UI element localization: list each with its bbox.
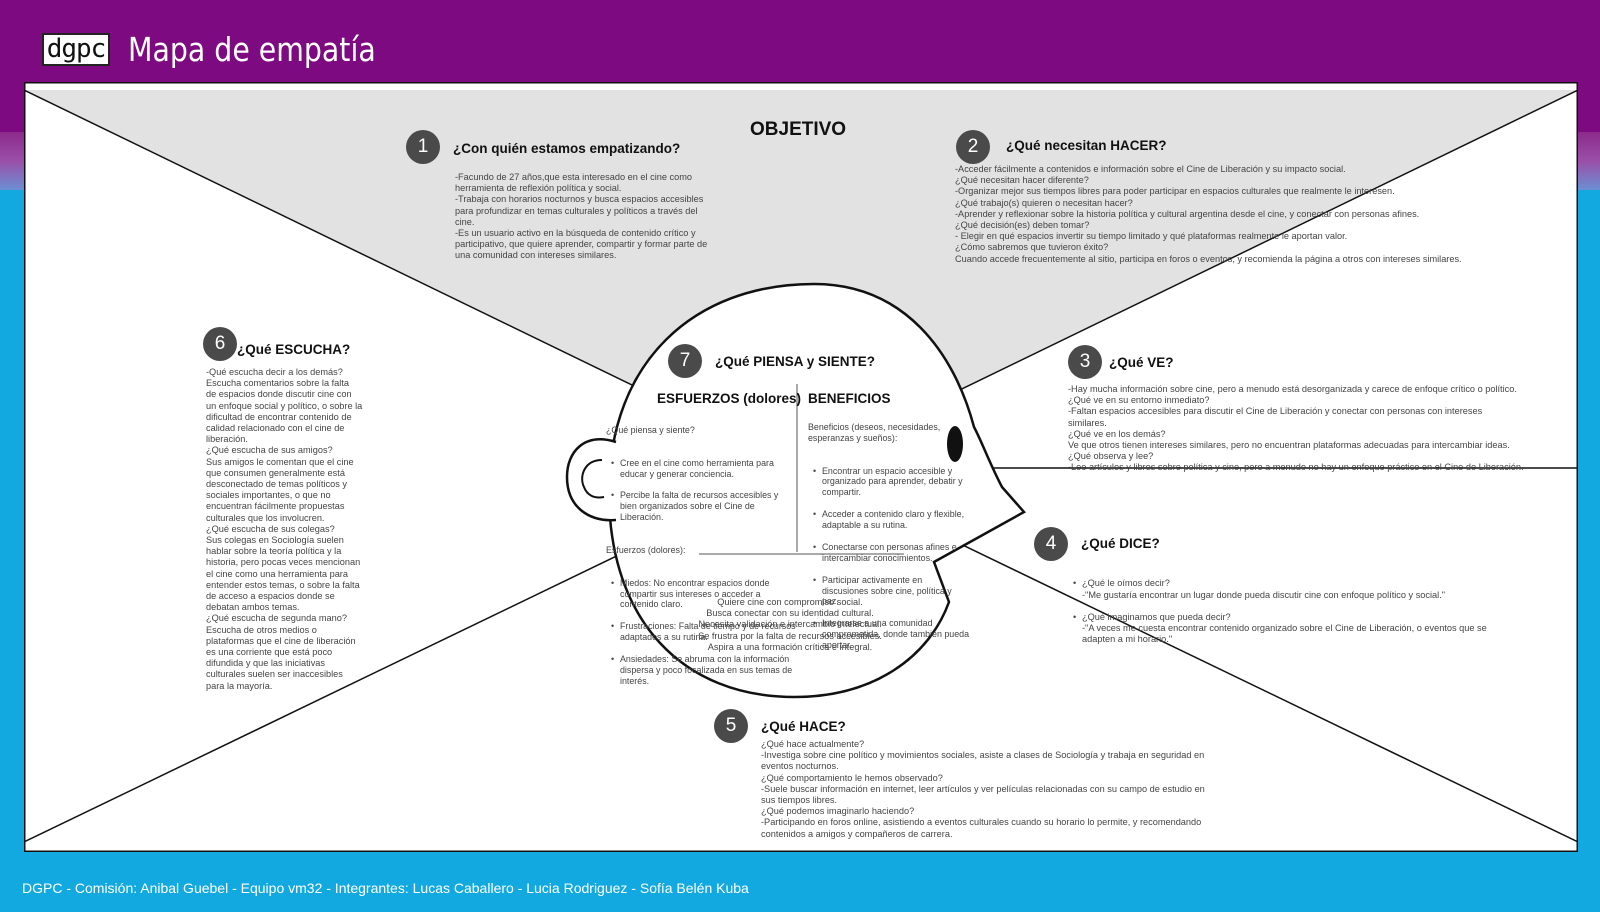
efforts-item: Frustraciones: Falta de tiempo y de recu… xyxy=(611,621,801,643)
objective-heading: OBJETIVO xyxy=(750,119,847,140)
section-4-badge: 4 xyxy=(1034,527,1068,561)
page-title: Mapa de empatía xyxy=(128,30,376,69)
section-5-badge: 5 xyxy=(714,709,748,743)
section-6-heading: ¿Qué ESCUCHA? xyxy=(237,342,351,357)
section-7-heading: ¿Qué PIENSA y SIENTE? xyxy=(715,354,876,369)
section-1-text: -Facundo de 27 años,que esta interesado … xyxy=(455,172,708,261)
benefits-title: BENEFICIOS xyxy=(808,391,891,406)
efforts-subtitle: Esfuerzos (dolores): xyxy=(606,544,686,555)
ear-shape xyxy=(565,438,617,522)
section-4-list: ¿Qué le oímos decir? -"Me gustaría encon… xyxy=(1068,556,1528,668)
efforts-item: Miedos: No encontrar espacios donde comp… xyxy=(611,578,801,611)
section-1-badge: 1 xyxy=(406,130,440,164)
efforts-item: Ansiedades: Se abruma con la información… xyxy=(611,654,801,687)
section-2-heading: ¿Qué necesitan HACER? xyxy=(1006,138,1167,153)
section-4-heading: ¿Qué DICE? xyxy=(1081,536,1160,551)
section-3-text: -Hay mucha información sobre cine, pero … xyxy=(1068,384,1524,473)
benefits-intro: Beneficios (deseos, necesidades, esperan… xyxy=(808,421,941,443)
efforts-item: Cree en el cine como herramienta para ed… xyxy=(611,458,801,480)
efforts-question: ¿Qué piensa y siente? xyxy=(606,424,695,435)
efforts-title: ESFUERZOS (dolores) xyxy=(657,391,802,406)
efforts-block: ¿Qué piensa y siente? Cree en el cine co… xyxy=(606,414,801,708)
benefits-item: Participar activamente en discusiones so… xyxy=(813,575,983,608)
section-4-item: ¿Qué le oímos decir? -"Me gustaría encon… xyxy=(1073,578,1528,600)
ear-inner xyxy=(581,459,605,499)
eye-shape xyxy=(947,426,963,462)
section-2-badge: 2 xyxy=(956,130,990,164)
thinks-summary: Quiere cine con compromiso social. Busca… xyxy=(698,597,882,652)
benefits-item: Encontrar un espacio accesible y organiz… xyxy=(813,466,983,499)
objective-region xyxy=(24,90,1578,467)
section-2-text: -Acceder fácilmente a contenidos e infor… xyxy=(955,164,1462,264)
benefits-block: Beneficios (deseos, necesidades, esperan… xyxy=(808,411,983,673)
section-6-text: -Qué escucha decir a los demás? Escucha … xyxy=(206,367,363,691)
section-4-item: ¿Qué imaginamos que pueda decir? -"A vec… xyxy=(1073,612,1528,646)
benefits-item: Conectarse con personas afines e interca… xyxy=(813,542,983,564)
section-7-badge: 7 xyxy=(668,344,702,378)
benefits-item: Acceder a contenido claro y flexible, ad… xyxy=(813,509,983,531)
dgpc-logo: dgpc xyxy=(42,33,110,66)
section-1-heading: ¿Con quién estamos empatizando? xyxy=(453,141,681,156)
section-3-badge: 3 xyxy=(1068,345,1102,379)
section-6-badge: 6 xyxy=(203,327,237,361)
efforts-item: Percibe la falta de recursos accesibles … xyxy=(611,490,801,523)
section-5-heading: ¿Qué HACE? xyxy=(761,719,846,734)
footer-credits: DGPC - Comisión: Anibal Guebel - Equipo … xyxy=(22,880,749,896)
section-5-text: ¿Qué hace actualmente? -Investiga sobre … xyxy=(761,739,1205,839)
section-3-heading: ¿Qué VE? xyxy=(1109,355,1174,370)
benefits-item: Integrarse a una comunidad comprometida,… xyxy=(813,618,983,651)
